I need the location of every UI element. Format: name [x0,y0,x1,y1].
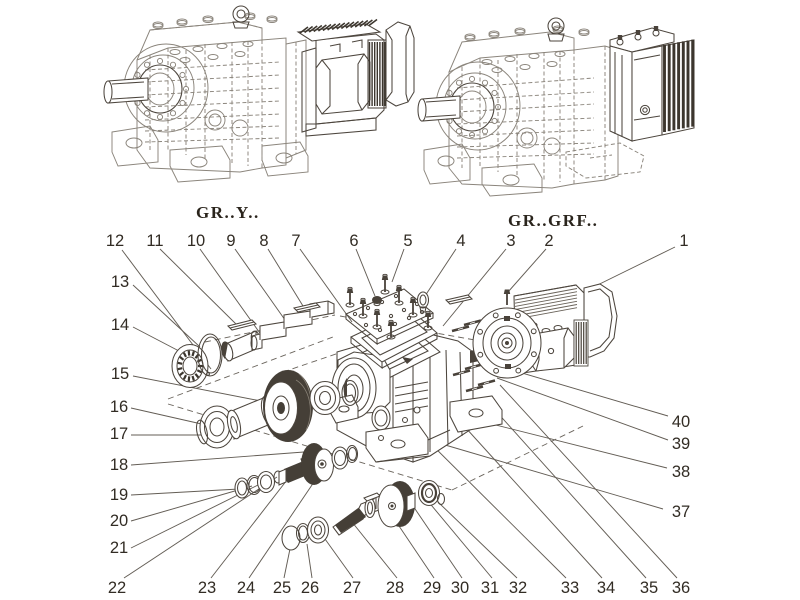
svg-text:17: 17 [110,425,128,443]
svg-text:16: 16 [110,398,128,416]
svg-text:20: 20 [110,512,128,530]
svg-text:22: 22 [108,579,126,597]
svg-text:6: 6 [349,232,358,250]
svg-text:12: 12 [106,232,124,250]
svg-text:26: 26 [301,579,319,597]
svg-text:9: 9 [226,232,235,250]
svg-text:3: 3 [506,232,515,250]
svg-text:11: 11 [146,232,163,250]
svg-text:24: 24 [237,579,255,597]
svg-text:GR..Y..: GR..Y.. [196,203,260,222]
svg-text:13: 13 [111,273,129,291]
svg-text:33: 33 [561,579,579,597]
svg-text:15: 15 [111,365,129,383]
svg-text:2: 2 [544,232,553,250]
svg-text:28: 28 [386,579,404,597]
svg-text:32: 32 [509,579,527,597]
svg-text:18: 18 [110,456,128,474]
svg-text:5: 5 [403,232,412,250]
svg-text:30: 30 [451,579,469,597]
svg-text:GR..GRF..: GR..GRF.. [508,211,598,230]
svg-text:37: 37 [672,503,690,521]
svg-text:40: 40 [672,413,690,431]
svg-text:10: 10 [187,232,205,250]
svg-text:19: 19 [110,486,128,504]
svg-text:36: 36 [672,579,690,597]
svg-text:7: 7 [291,232,300,250]
svg-text:29: 29 [423,579,441,597]
svg-text:34: 34 [597,579,615,597]
svg-text:38: 38 [672,463,690,481]
svg-text:39: 39 [672,435,690,453]
svg-text:21: 21 [110,539,128,557]
svg-text:14: 14 [111,316,129,334]
svg-text:27: 27 [343,579,361,597]
svg-text:31: 31 [481,579,499,597]
svg-text:4: 4 [456,232,465,250]
svg-text:1: 1 [679,232,688,250]
svg-text:35: 35 [640,579,658,597]
svg-text:25: 25 [273,579,291,597]
svg-text:8: 8 [259,232,268,250]
svg-text:23: 23 [198,579,216,597]
